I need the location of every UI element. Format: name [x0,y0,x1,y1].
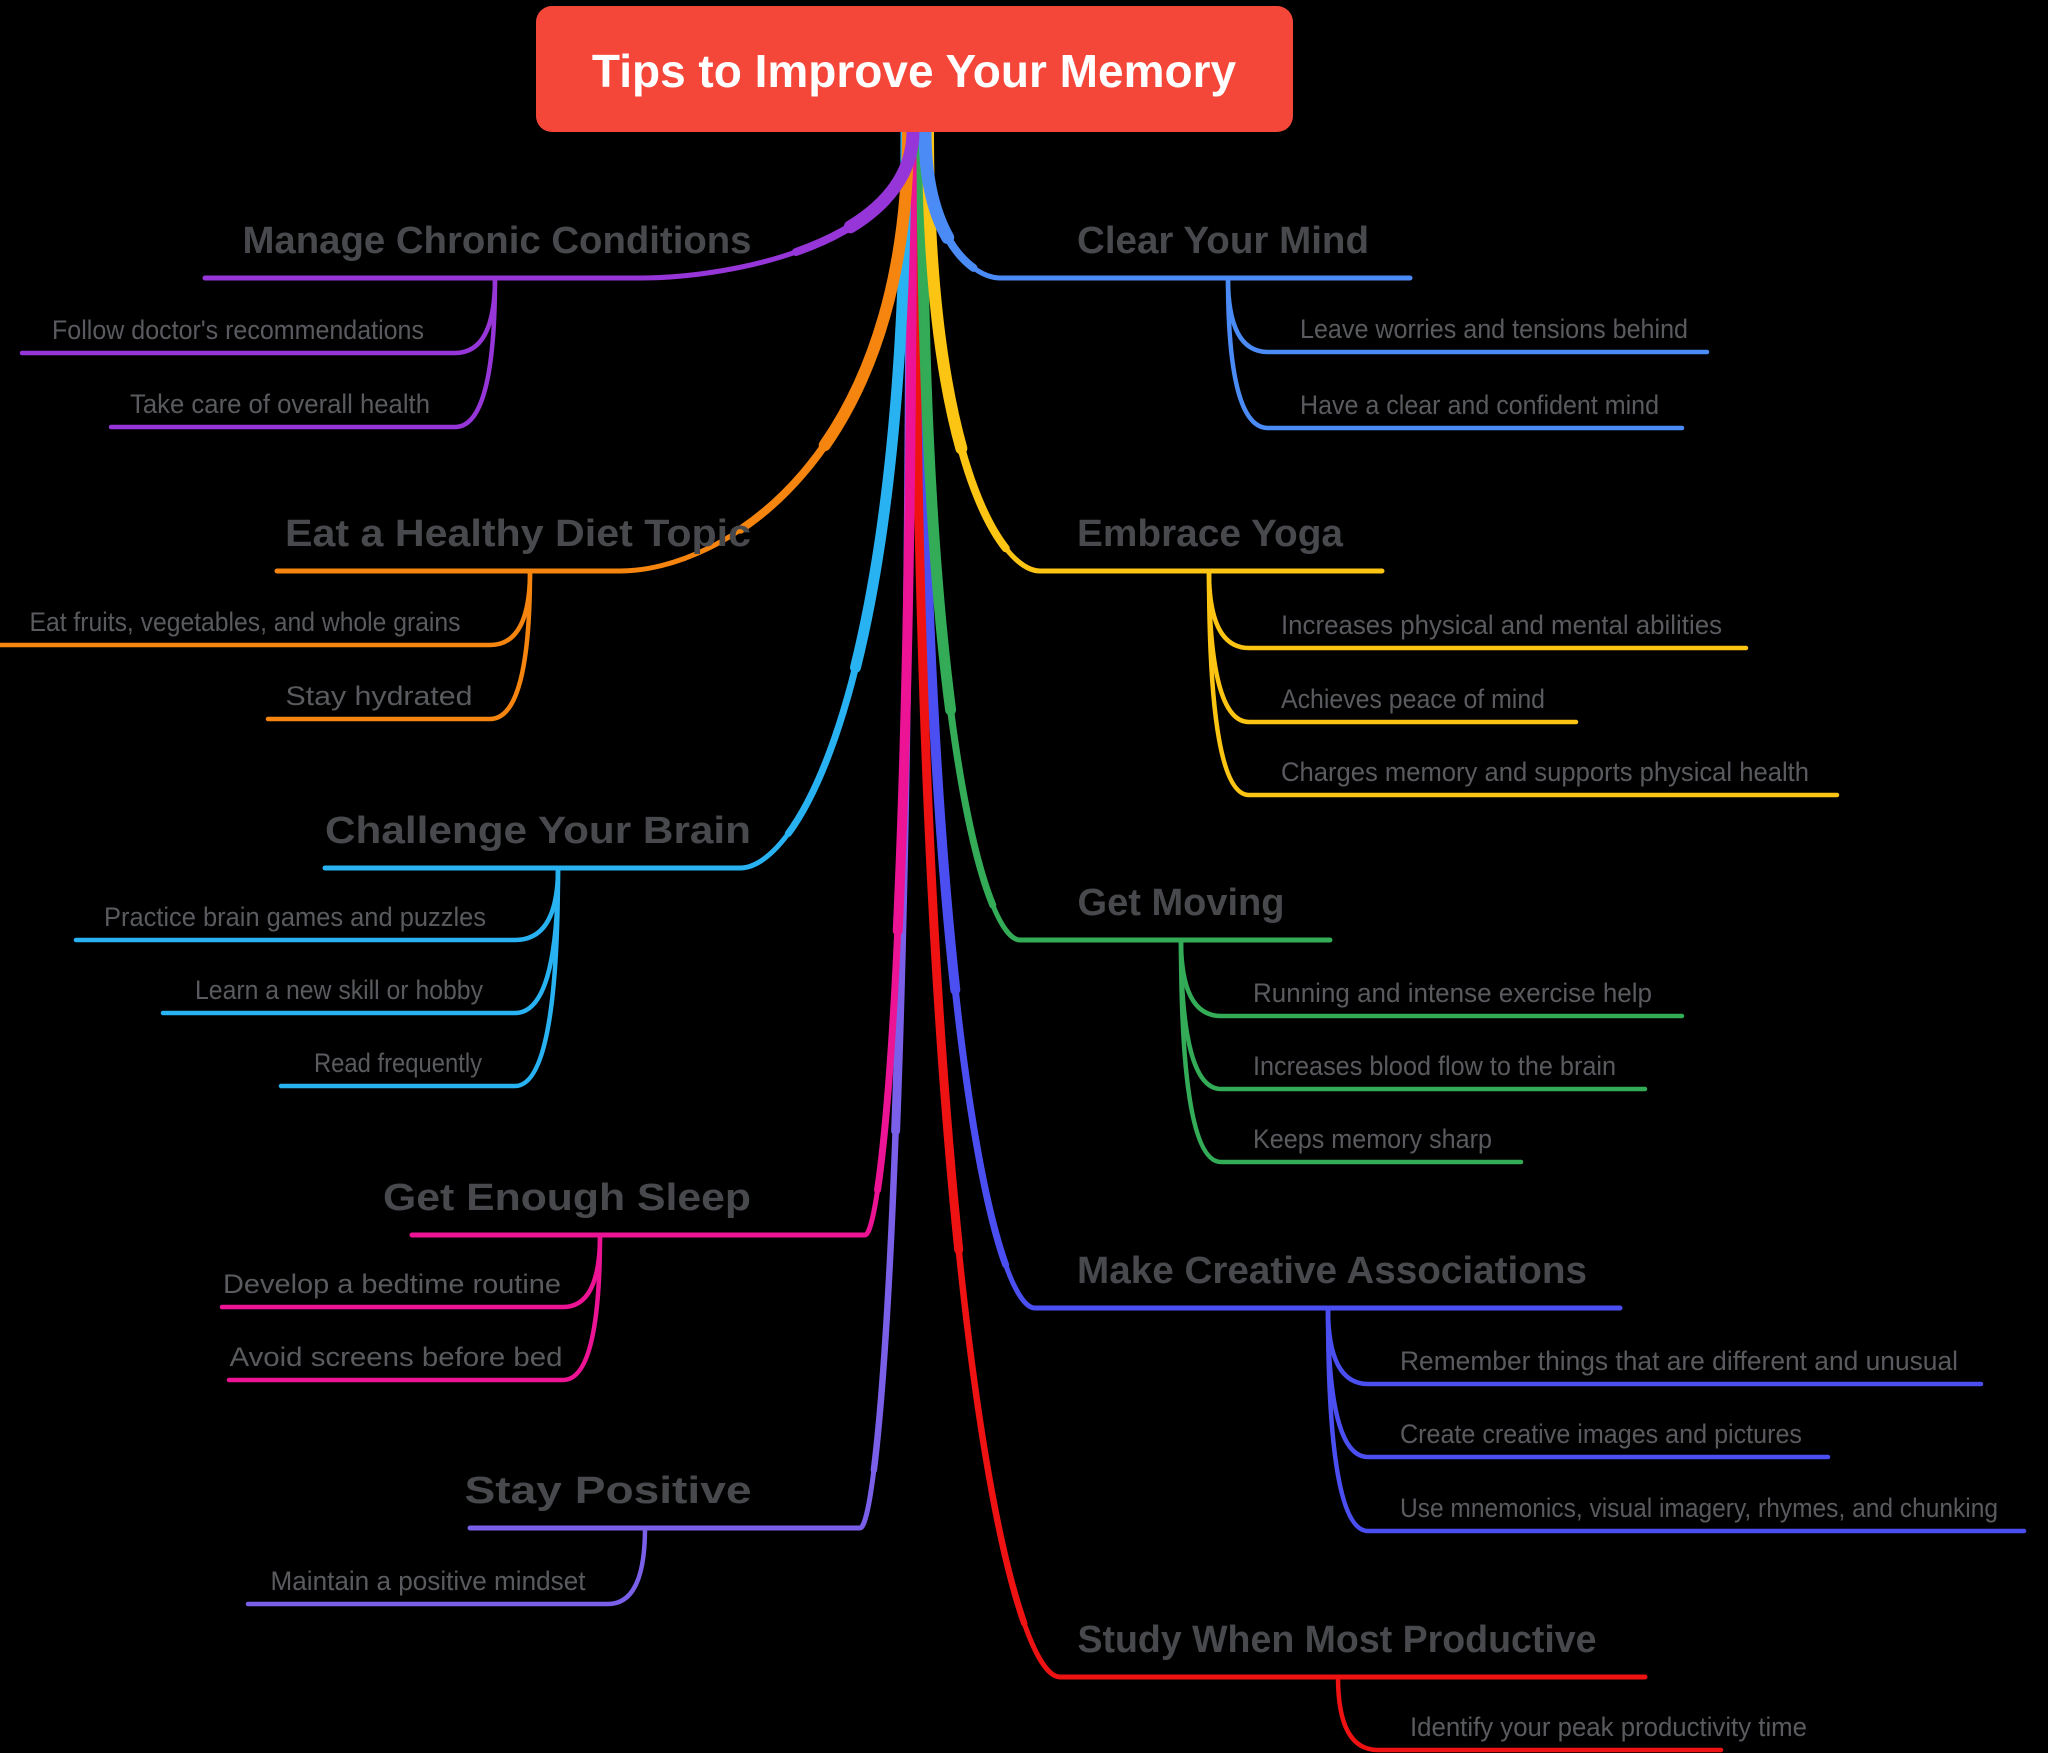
subtopic-label[interactable]: Avoid screens before bed [230,1342,563,1372]
branch-link-line-taper [201,127,917,282]
branch-link-line-taper [321,127,910,872]
topic-embrace-yoga[interactable]: Embrace Yoga [1077,513,1344,555]
subtopic-label[interactable]: Running and intense exercise help [1253,978,1652,1008]
topic-get-moving[interactable]: Get Moving [1078,882,1285,924]
subtopic-label[interactable]: Maintain a positive mindset [271,1566,586,1596]
subtopic-label[interactable]: Keeps memory sharp [1253,1124,1492,1154]
subtopic-link-line [1225,275,1685,431]
branch-link-line-taper [924,127,1386,575]
subtopic-label[interactable]: Increases physical and mental abilities [1281,610,1722,640]
subtopic-label[interactable]: Leave worries and tensions behind [1300,314,1688,344]
subtopic-label[interactable]: Identify your peak productivity time [1410,1712,1807,1742]
branch-link-line-taper [911,127,1649,1681]
subtopic-link-line [278,865,561,1089]
subtopic-link-line [1206,568,1840,798]
subtopic-link-line [226,1232,603,1383]
subtopic-label[interactable]: Follow doctor's recommendations [52,315,424,345]
topic-stay-positive[interactable]: Stay Positive [465,1470,752,1512]
branch-study-when-most-productive: Study When Most Productive Identify your… [910,126,1807,1753]
branch-clear-your-mind: Clear Your Mind Leave worries and tensio… [918,124,1710,431]
subtopic-label[interactable]: Read frequently [314,1048,482,1078]
branch-link-line-taper [916,127,1624,1312]
subtopic-label[interactable]: Eat fruits, vegetables, and whole grains [30,607,461,637]
branch-link-line-taper [408,127,916,1239]
subtopic-label[interactable]: Take care of overall health [130,389,430,419]
topic-get-enough-sleep[interactable]: Get Enough Sleep [383,1177,751,1219]
subtopic-label[interactable]: Practice brain games and puzzles [104,902,486,932]
topic-clear-your-mind[interactable]: Clear Your Mind [1077,220,1369,262]
subtopic-label[interactable]: Learn a new skill or hobby [195,975,483,1005]
subtopic-link-line [108,275,498,430]
branch-eat-a-healthy-diet: Eat a Healthy Diet Topic Eat fruits, veg… [0,125,914,722]
subtopic-link-line [1178,937,1524,1165]
subtopic-label[interactable]: Achieves peace of mind [1281,684,1545,714]
root-node-box[interactable] [536,6,1293,132]
subtopic-label[interactable]: Stay hydrated [286,681,473,711]
branch-link-line-taper [407,126,917,1240]
branch-link-line [409,128,915,1238]
topic-study-when-most-productive[interactable]: Study When Most Productive [1078,1619,1597,1661]
subtopic-label[interactable]: Have a clear and confident mind [1300,390,1659,420]
subtopic-link-line [265,568,533,722]
branch-link-line-taper [273,127,912,575]
subtopic-label[interactable]: Use mnemonics, visual imagery, rhymes, a… [1400,1493,1998,1523]
subtopic-label[interactable]: Develop a bedtime routine [223,1269,561,1299]
branch-challenge-your-brain: Challenge Your Brain Practice brain game… [73,125,912,1089]
topic-challenge-your-brain[interactable]: Challenge Your Brain [325,810,751,852]
root-node[interactable]: Tips to Improve Your Memory [536,6,1293,132]
root-node-label: Tips to Improve Your Memory [592,45,1237,97]
subtopic-label[interactable]: Charges memory and supports physical hea… [1281,757,1809,787]
subtopic-link-line [245,1525,648,1607]
subtopic-label[interactable]: Create creative images and pictures [1400,1419,1802,1449]
subtopic-label[interactable]: Remember things that are different and u… [1400,1346,1958,1376]
topic-manage-chronic-conditions[interactable]: Manage Chronic Conditions [243,220,752,262]
branch-get-moving: Get Moving Running and intense exercise … [916,125,1685,1165]
branch-embrace-yoga: Embrace Yoga Increases physical and ment… [922,125,1840,798]
subtopic-link-line [1335,1674,1724,1753]
branch-link-line-taper [921,127,1414,282]
subtopic-label[interactable]: Increases blood flow to the brain [1253,1051,1616,1081]
branch-link-line-taper [918,127,1334,944]
branch-manage-chronic-conditions: Manage Chronic Conditions Follow doctor'… [19,124,920,430]
branch-get-enough-sleep: Get Enough Sleep Develop a bedtime routi… [219,126,917,1383]
topic-eat-a-healthy-diet[interactable]: Eat a Healthy Diet Topic [285,513,751,555]
branch-make-creative-associations: Make Creative Associations Remember thin… [915,126,2027,1534]
topic-make-creative-associations[interactable]: Make Creative Associations [1077,1250,1587,1292]
subtopic-link-line [1325,1305,2027,1534]
